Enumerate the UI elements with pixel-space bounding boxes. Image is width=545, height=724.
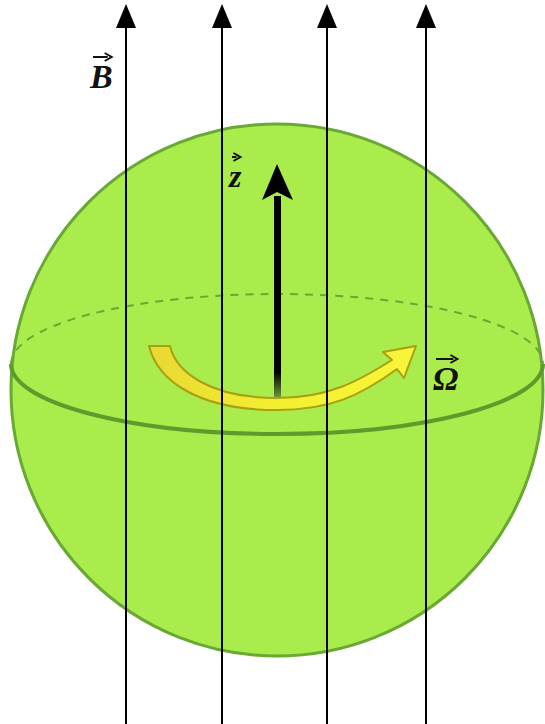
vector-symbol: Ω xyxy=(433,362,458,396)
vector-accent-line xyxy=(232,156,236,158)
z-axis-head xyxy=(262,164,293,200)
sphere xyxy=(11,124,543,656)
vector-accent-line xyxy=(436,358,453,360)
vector-symbol: z xyxy=(229,160,241,192)
z-axis xyxy=(274,196,281,411)
vector-accent-line xyxy=(93,56,108,58)
field-lines xyxy=(126,22,426,724)
rotation-arrow xyxy=(149,346,416,410)
vector-symbol: B xyxy=(90,60,113,94)
field-line-heads xyxy=(116,4,436,28)
